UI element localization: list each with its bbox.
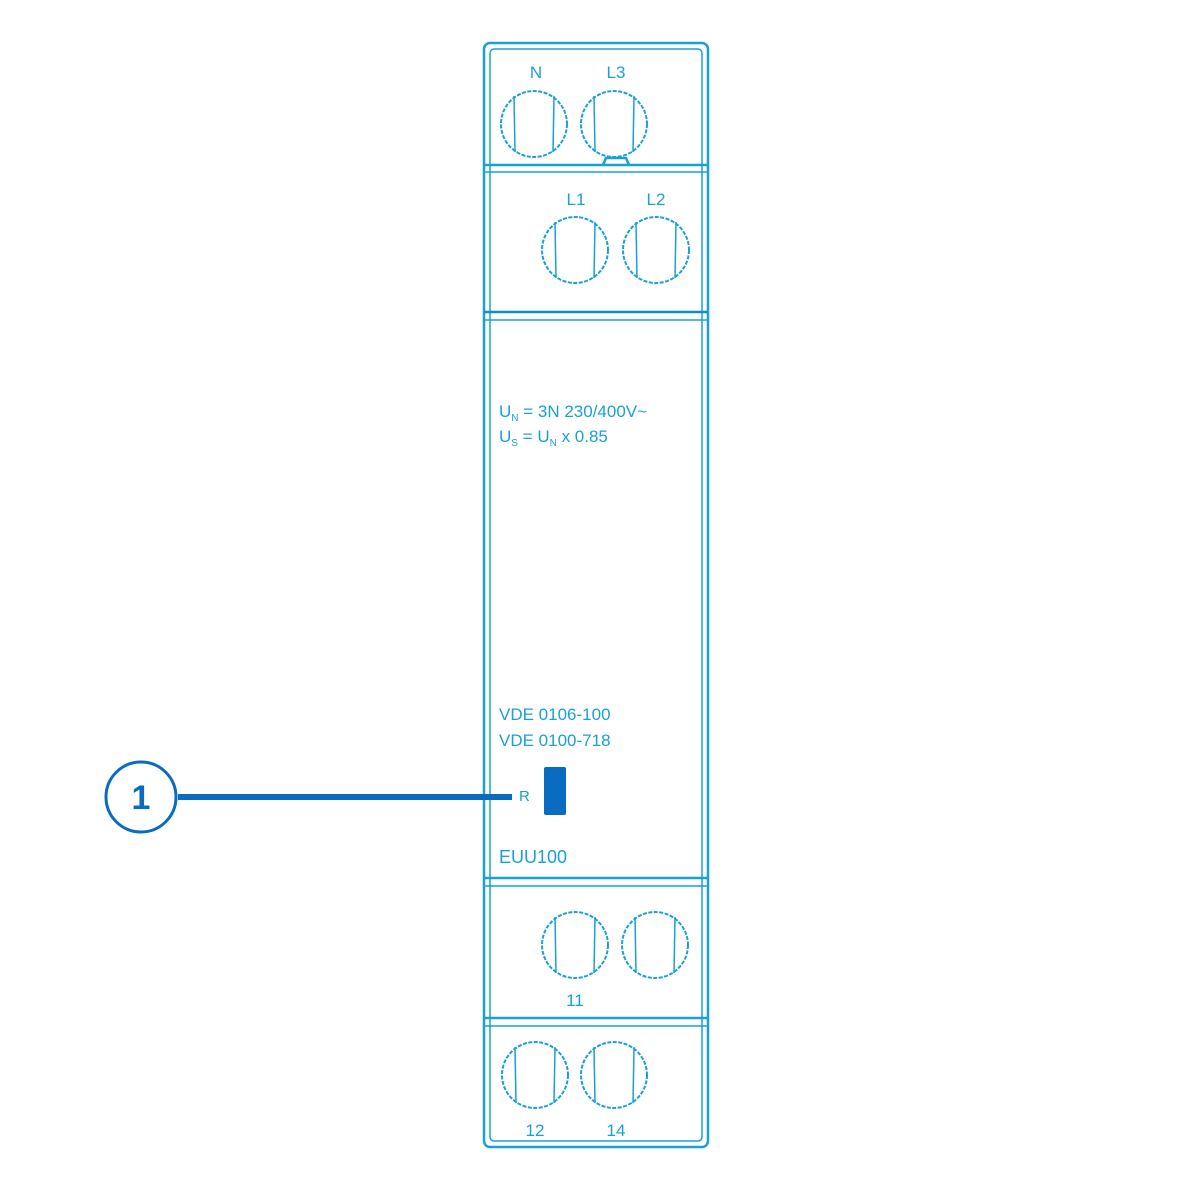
terminal-screw bbox=[500, 90, 568, 158]
reset-button[interactable] bbox=[544, 767, 566, 815]
spec-subscript: S bbox=[511, 438, 518, 449]
spec-value: = 3N 230/400V~ bbox=[518, 402, 648, 421]
screw-slot-line bbox=[593, 1046, 596, 1104]
screw-slot-line bbox=[593, 221, 596, 279]
terminal-screw bbox=[622, 216, 690, 284]
screw-slot-line bbox=[514, 1046, 517, 1104]
screw-slot-line bbox=[674, 221, 677, 279]
standard-1: VDE 0106-100 bbox=[499, 705, 611, 724]
model-label: EUU100 bbox=[499, 847, 567, 867]
top-notch bbox=[601, 156, 631, 166]
terminal-label-l2: L2 bbox=[647, 190, 666, 209]
callout-circle bbox=[104, 760, 178, 834]
terminal-label-n: N bbox=[530, 63, 542, 82]
spec-subscript: N bbox=[511, 413, 519, 424]
screw-slot-line bbox=[593, 916, 596, 974]
standard-2: VDE 0100-718 bbox=[499, 731, 611, 750]
screw-slot-line bbox=[635, 221, 638, 279]
spec-line-1: UN = 3N 230/400V~ bbox=[499, 402, 647, 429]
terminal-label-12: 12 bbox=[526, 1121, 545, 1140]
housing-inner-outline bbox=[489, 48, 703, 1142]
spec-symbol: U bbox=[499, 402, 512, 421]
screw-slot-line bbox=[673, 916, 676, 974]
housing-outline bbox=[482, 41, 710, 1149]
screw-slot-line bbox=[634, 916, 637, 974]
screw-slot-line bbox=[632, 1046, 635, 1104]
terminal-screw bbox=[580, 1041, 648, 1109]
spec-subscript: N bbox=[549, 438, 557, 449]
terminal-screw bbox=[580, 90, 648, 158]
terminal-label-11: 11 bbox=[566, 991, 584, 1010]
terminal-label-14: 14 bbox=[607, 1121, 626, 1140]
terminal-screw bbox=[541, 216, 609, 284]
screw-slot-line bbox=[513, 95, 516, 153]
spec-line-2: US = UN x 0.85 bbox=[499, 427, 608, 454]
terminal-label-l3: L3 bbox=[607, 63, 626, 82]
screw-slot-line bbox=[553, 1046, 556, 1104]
terminal-screw bbox=[501, 1041, 569, 1109]
screw-slot-line bbox=[632, 95, 635, 153]
spec-value: = U bbox=[517, 427, 550, 446]
terminal-screw bbox=[541, 911, 609, 979]
screw-slot-line bbox=[593, 95, 596, 153]
screw-slot-line bbox=[554, 916, 557, 974]
callout-number: 1 bbox=[132, 779, 151, 817]
terminal-screw bbox=[621, 911, 689, 979]
terminal-label-l1: L1 bbox=[567, 190, 586, 209]
screw-slot-line bbox=[552, 95, 555, 153]
screw-slot-line bbox=[554, 221, 557, 279]
spec-value: x 0.85 bbox=[556, 427, 608, 446]
spec-symbol: U bbox=[499, 427, 512, 446]
reset-label: R bbox=[519, 788, 530, 805]
